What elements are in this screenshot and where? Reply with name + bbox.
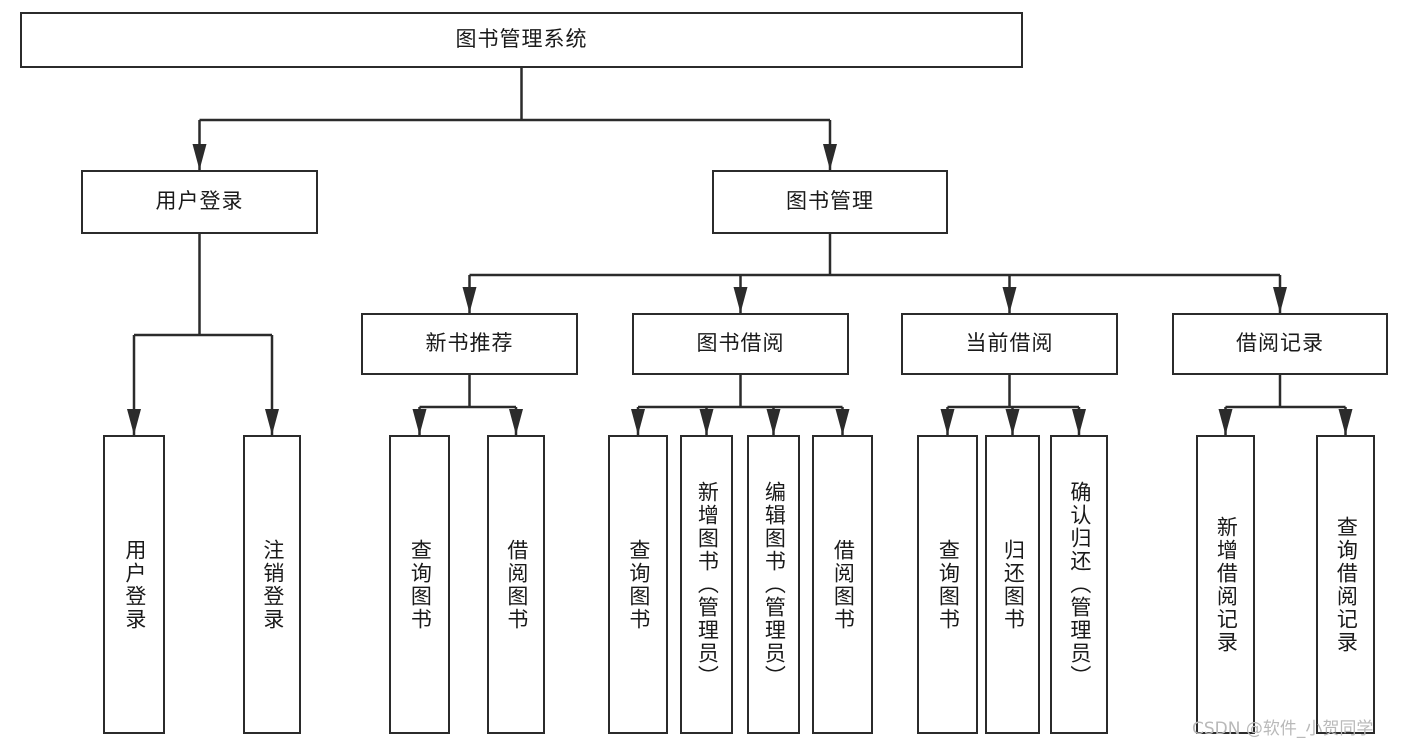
node-label: 新书推荐 [425,331,514,356]
arrow-head-icon [412,409,427,435]
arrow-head-icon [1072,409,1086,435]
node-label: 当前借阅 [965,331,1054,356]
node-label: 新增图书（管理员） [695,481,720,688]
arrow-head-icon [766,409,781,435]
node-root[interactable]: 图书管理系统 [20,12,1023,68]
node-leaf-confirm-return[interactable]: 确认归还（管理员） [1050,435,1108,734]
node-leaf-add-book[interactable]: 新增图书（管理员） [680,435,733,734]
node-label: 查询借阅记录 [1334,515,1359,654]
node-label: 借阅图书 [504,538,529,631]
node-borrow-record[interactable]: 借阅记录 [1172,313,1388,375]
node-leaf-borrow-book-1[interactable]: 借阅图书 [487,435,545,734]
arrow-head-icon [835,409,850,435]
node-leaf-query-book-2[interactable]: 查询图书 [608,435,668,734]
arrow-head-icon [1218,409,1233,435]
node-leaf-query-book-1[interactable]: 查询图书 [389,435,450,734]
arrow-head-icon [192,144,207,170]
node-label: 图书借阅 [696,331,785,356]
node-leaf-logout[interactable]: 注销登录 [243,435,301,734]
node-label: 查询图书 [626,538,651,631]
arrow-head-icon [265,409,279,435]
node-label: 注销登录 [260,538,285,631]
arrow-head-icon [509,409,523,435]
node-label: 新增借阅记录 [1214,515,1239,654]
node-new-book-rec[interactable]: 新书推荐 [361,313,578,375]
arrow-head-icon [940,409,955,435]
node-label: 编辑图书（管理员） [762,481,787,688]
arrow-head-icon [462,287,477,313]
node-book-manage[interactable]: 图书管理 [712,170,948,234]
node-book-borrow[interactable]: 图书借阅 [632,313,849,375]
arrow-head-icon [699,409,714,435]
node-user-login[interactable]: 用户登录 [81,170,318,234]
arrow-head-icon [1002,287,1017,313]
arrow-head-icon [127,409,141,435]
node-current-borrow[interactable]: 当前借阅 [901,313,1118,375]
node-label: 归还图书 [1001,538,1026,631]
watermark: CSDN @软件_小贺同学 [1192,719,1374,739]
node-leaf-borrow-book-2[interactable]: 借阅图书 [812,435,873,734]
node-label: 图书管理系统 [455,27,588,52]
node-leaf-query-book-3[interactable]: 查询图书 [917,435,978,734]
node-label: 借阅图书 [831,538,856,631]
arrow-head-icon [823,144,837,170]
node-leaf-user-login[interactable]: 用户登录 [103,435,165,734]
node-leaf-edit-book[interactable]: 编辑图书（管理员） [747,435,800,734]
node-label: 借阅记录 [1236,331,1324,356]
node-label: 图书管理 [786,189,874,214]
arrow-head-icon [631,409,645,435]
node-leaf-query-record[interactable]: 查询借阅记录 [1316,435,1375,734]
node-leaf-add-record[interactable]: 新增借阅记录 [1196,435,1255,734]
arrow-head-icon [1338,409,1353,435]
node-label: 查询图书 [408,538,433,631]
arrow-head-icon [1273,287,1287,313]
node-leaf-return-book[interactable]: 归还图书 [985,435,1040,734]
node-label: 用户登录 [122,538,147,631]
arrow-head-icon [733,287,748,313]
node-label: 确认归还（管理员） [1067,481,1092,688]
arrow-head-icon [1005,409,1020,435]
node-label: 查询图书 [936,538,961,631]
node-label: 用户登录 [155,189,244,214]
